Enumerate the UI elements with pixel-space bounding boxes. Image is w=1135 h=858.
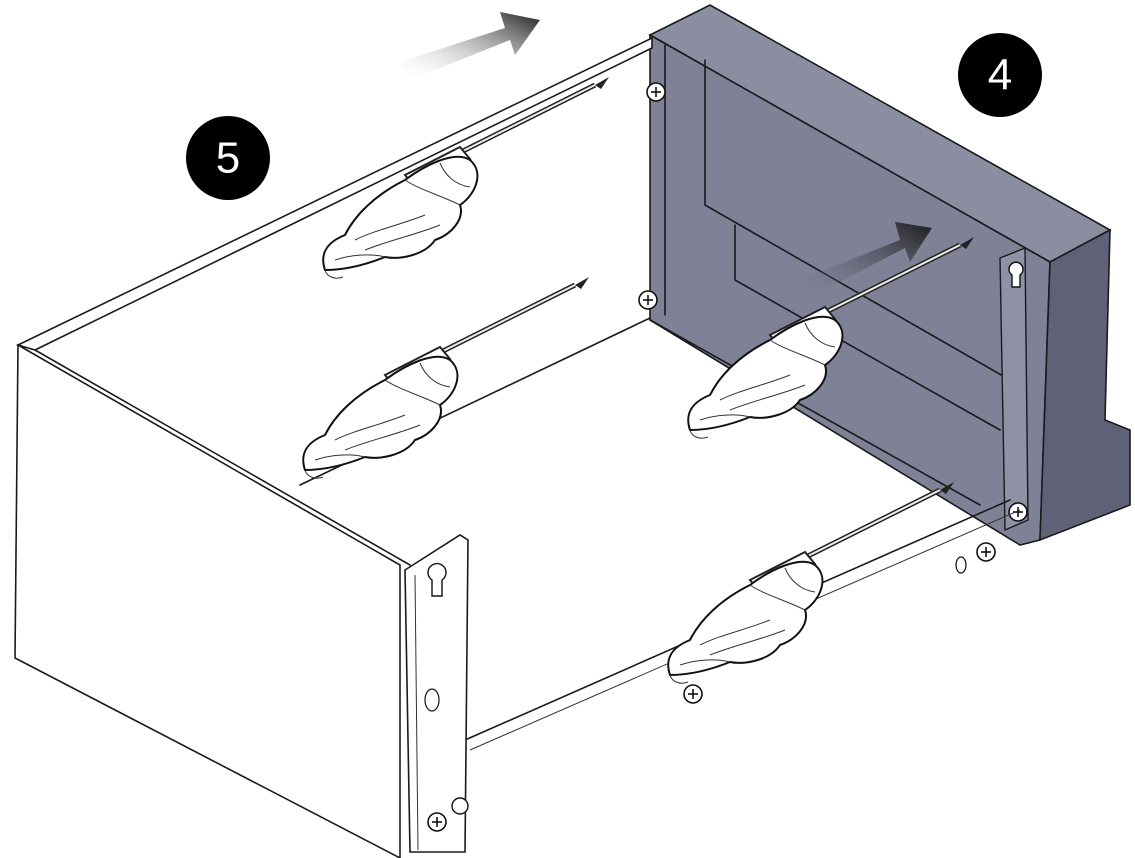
hand-screwdriver-bottom-right bbox=[668, 482, 954, 683]
screw-icon bbox=[646, 82, 666, 102]
keyhole-slot-icon bbox=[427, 562, 447, 597]
hand-screwdriver-middle-left bbox=[303, 277, 589, 478]
rack-device bbox=[638, 4, 1131, 546]
direction-arrow-icon bbox=[800, 222, 932, 300]
hand-screwdriver-icon bbox=[303, 277, 589, 478]
direction-arrow-device bbox=[800, 222, 932, 300]
rack-shelf bbox=[14, 36, 1021, 858]
keyhole-slot-icon bbox=[1008, 261, 1024, 288]
screw-icon bbox=[1008, 502, 1028, 522]
screw-icon bbox=[683, 684, 703, 704]
screw-icon bbox=[638, 290, 658, 310]
screw-icon bbox=[427, 812, 447, 832]
direction-arrow-icon bbox=[400, 12, 540, 82]
screw-icon bbox=[976, 542, 996, 562]
step-badge-4: 4 bbox=[958, 33, 1042, 117]
step-number-4: 4 bbox=[988, 51, 1012, 100]
step-number-5: 5 bbox=[216, 134, 240, 183]
direction-arrow-top bbox=[400, 12, 540, 82]
hand-screwdriver-icon bbox=[668, 482, 954, 683]
step-badge-5: 5 bbox=[186, 116, 270, 200]
